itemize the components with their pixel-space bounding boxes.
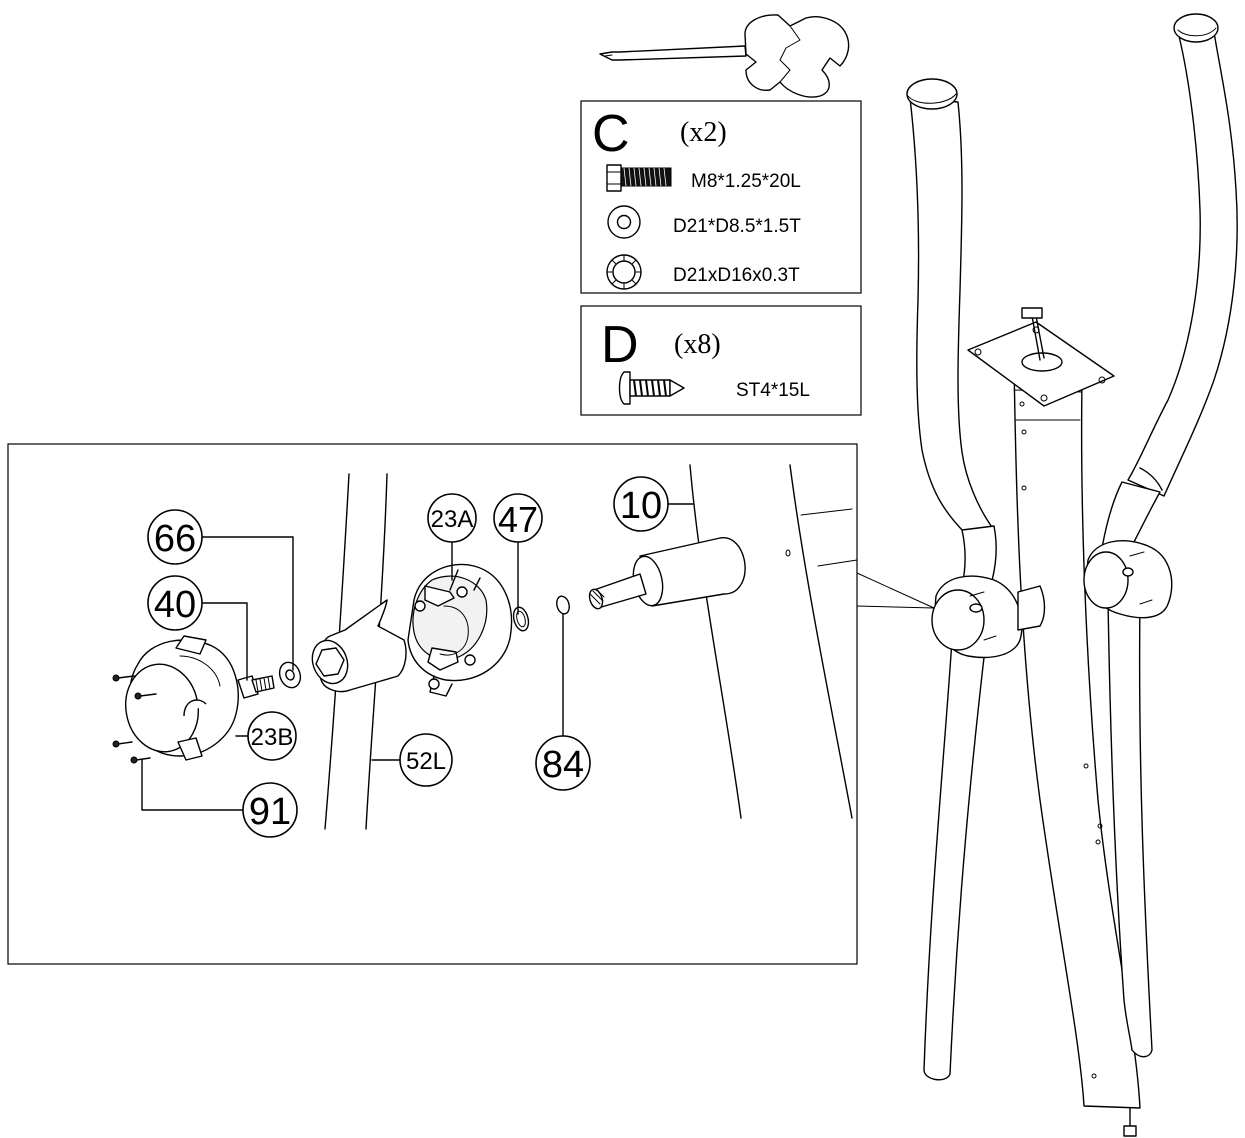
callout-84: 84 [535,613,591,791]
detail-frame [7,443,858,965]
callout-52l: 52L [371,733,453,787]
box-d-letter: D [601,316,639,374]
callout-23a: 23A [427,493,477,581]
svg-text:66: 66 [154,518,196,560]
svg-text:23A: 23A [431,506,474,533]
tool-wrench-screwdriver [599,14,850,98]
box-d-quantity: (x8) [674,329,721,360]
flat-washer-icon [607,205,641,239]
svg-text:91: 91 [249,791,291,833]
snap-ring-84 [556,595,570,615]
bolt-icon [606,164,672,192]
box-c-item-3: D21xD16x0.3T [673,265,800,286]
box-c-item-2: D21*D8.5*1.5T [673,216,801,237]
cover-23a [407,563,513,697]
pivot-shaft [588,537,746,610]
washer-66 [278,661,302,689]
cap-23b [125,635,239,761]
svg-text:23B: 23B [251,724,294,751]
box-d-item-1: ST4*15L [736,380,810,401]
bolt-40 [237,675,275,699]
hardware-box-c: C (x2) M8*1.25*20L D21*D8.5*1.5T D21xD16… [580,100,862,294]
callout-40: 40 [147,575,248,681]
wave-washer-47 [512,606,530,632]
svg-text:47: 47 [498,499,538,540]
box-c-quantity: (x2) [680,117,727,148]
box-c-letter: C [592,105,630,163]
tube-10-detail [689,464,858,819]
callout-47: 47 [493,493,543,615]
screws-91 [112,674,157,764]
svg-text:40: 40 [154,584,196,626]
arm-end-52l [311,599,407,693]
callout-23b: 23B [235,711,297,761]
tapping-screw-icon [618,371,685,405]
zoom-connector [856,572,935,609]
callout-66: 66 [147,509,294,671]
box-c-item-1: M8*1.25*20L [691,171,801,192]
hardware-box-d: D (x8) ST4*15L [580,305,862,416]
main-frame-assembly [906,13,1238,1137]
svg-text:10: 10 [620,485,662,527]
svg-text:84: 84 [542,744,584,786]
callout-91: 91 [141,759,298,838]
svg-text:52L: 52L [406,748,446,775]
callout-10: 10 [613,476,694,532]
star-washer-icon [606,254,642,290]
